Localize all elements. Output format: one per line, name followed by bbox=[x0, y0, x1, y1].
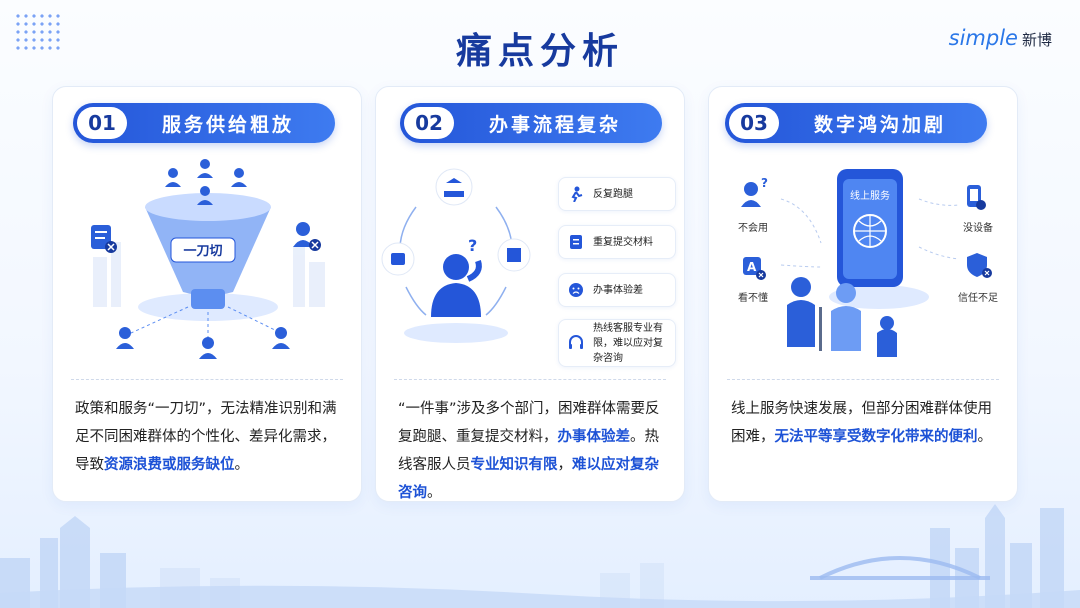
funnel-label: 一刀切 bbox=[183, 244, 222, 259]
card-header: 02 办事流程复杂 bbox=[400, 103, 662, 143]
card-header: 01 服务供给粗放 bbox=[73, 103, 335, 143]
phone-elderly-scene: 线上服务 ? A bbox=[741, 169, 992, 357]
card-description: “一件事”涉及多个部门，困难群体需要反复跑腿、重复提交材料，办事体验差。热线客服… bbox=[398, 395, 668, 507]
brand-name-cn: 新博 bbox=[1021, 31, 1052, 49]
document-icon bbox=[559, 234, 593, 250]
step-item: 办事体验差 bbox=[558, 273, 676, 307]
desc-text: ， bbox=[557, 457, 573, 473]
page-title: 痛点分析 bbox=[455, 31, 624, 72]
svg-text:A: A bbox=[747, 260, 757, 274]
phone-label: 线上服务 bbox=[850, 189, 890, 202]
desc-text: 线上服务快速发展，但部分困难群体使用困难， bbox=[731, 401, 992, 445]
card-number: 01 bbox=[77, 107, 127, 139]
card-description: 线上服务快速发展，但部分困难群体使用困难，无法平等享受数字化带来的便利。 bbox=[731, 395, 1001, 451]
card-process: 02 办事流程复杂 ? 反复跑腿 重复提交材料 bbox=[375, 86, 685, 502]
digital-divide-illustration: 线上服务 ? A bbox=[709, 147, 1019, 377]
svg-text:?: ? bbox=[761, 176, 768, 190]
svg-text:?: ? bbox=[468, 236, 477, 255]
highlight-text: 无法平等享受数字化带来的便利 bbox=[774, 429, 978, 445]
card-divider bbox=[394, 379, 666, 380]
desc-text: 。 bbox=[234, 457, 250, 473]
sad-face-icon bbox=[559, 282, 593, 298]
card-divider bbox=[727, 379, 999, 380]
desc-text: 。 bbox=[427, 485, 442, 501]
brand-name-en: simple bbox=[948, 26, 1018, 50]
brand-logo: simple 新博 bbox=[949, 26, 1052, 50]
card-title: 办事流程复杂 bbox=[488, 113, 621, 136]
decor-dot-grid bbox=[14, 12, 60, 50]
card-title: 服务供给粗放 bbox=[161, 113, 294, 136]
desc-text: 。 bbox=[977, 429, 993, 445]
funnel-illustration: 一刀切 bbox=[53, 147, 363, 377]
highlight-text: 资源浪费或服务缺位 bbox=[104, 457, 235, 473]
card-title: 数字鸿沟加剧 bbox=[813, 113, 946, 136]
desc-text: 。热线客服人员 bbox=[398, 429, 659, 473]
process-illustration: ? 反复跑腿 重复提交材料 办事体验差 热线客服专业有限，难以应对复杂咨询 bbox=[376, 147, 686, 377]
card-divider bbox=[71, 379, 343, 380]
card-description: 政策和服务“一刀切”，无法精准识别和满足不同困难群体的个性化、差异化需求，导致资… bbox=[75, 395, 345, 479]
step-label: 办事体验差 bbox=[593, 284, 643, 296]
step-label: 热线客服专业有限，难以应对复杂咨询 bbox=[593, 322, 663, 364]
label-no-device: 没设备 bbox=[963, 223, 993, 234]
card-header: 03 数字鸿沟加剧 bbox=[725, 103, 987, 143]
highlight-text: 专业知识有限 bbox=[470, 457, 558, 473]
step-item: 热线客服专业有限，难以应对复杂咨询 bbox=[558, 319, 676, 367]
headset-icon bbox=[559, 335, 593, 351]
desc-text: “一件事”涉及多个部门，困难群体需要反复跑腿、重复提交材料， bbox=[398, 401, 660, 445]
highlight-text: 办事体验差 bbox=[557, 429, 631, 445]
funnel-scene: 一刀切 bbox=[91, 159, 325, 359]
label-cannot-understand: 看不懂 bbox=[738, 293, 768, 304]
step-item: 重复提交材料 bbox=[558, 225, 676, 259]
label-distrust: 信任不足 bbox=[958, 293, 998, 304]
city-skyline-decor bbox=[0, 504, 1080, 608]
desc-text: 政策和服务“一刀切”，无法精准识别和满足不同困难群体的个性化、差异化需求，导致 bbox=[75, 401, 337, 473]
card-number: 03 bbox=[729, 107, 779, 139]
step-label: 重复提交材料 bbox=[593, 236, 653, 248]
step-item: 反复跑腿 bbox=[558, 177, 676, 211]
label-cannot-use: 不会用 bbox=[738, 223, 768, 234]
confused-person-scene: ? bbox=[381, 168, 531, 343]
highlight-text: 难以应对复杂咨询 bbox=[398, 457, 659, 501]
step-label: 反复跑腿 bbox=[593, 188, 633, 200]
walking-icon bbox=[559, 186, 593, 202]
card-number: 02 bbox=[404, 107, 454, 139]
card-digital-divide: 03 数字鸿沟加剧 线上服务 ? A bbox=[708, 86, 1018, 502]
card-service-supply: 01 服务供给粗放 一刀切 bbox=[52, 86, 362, 502]
